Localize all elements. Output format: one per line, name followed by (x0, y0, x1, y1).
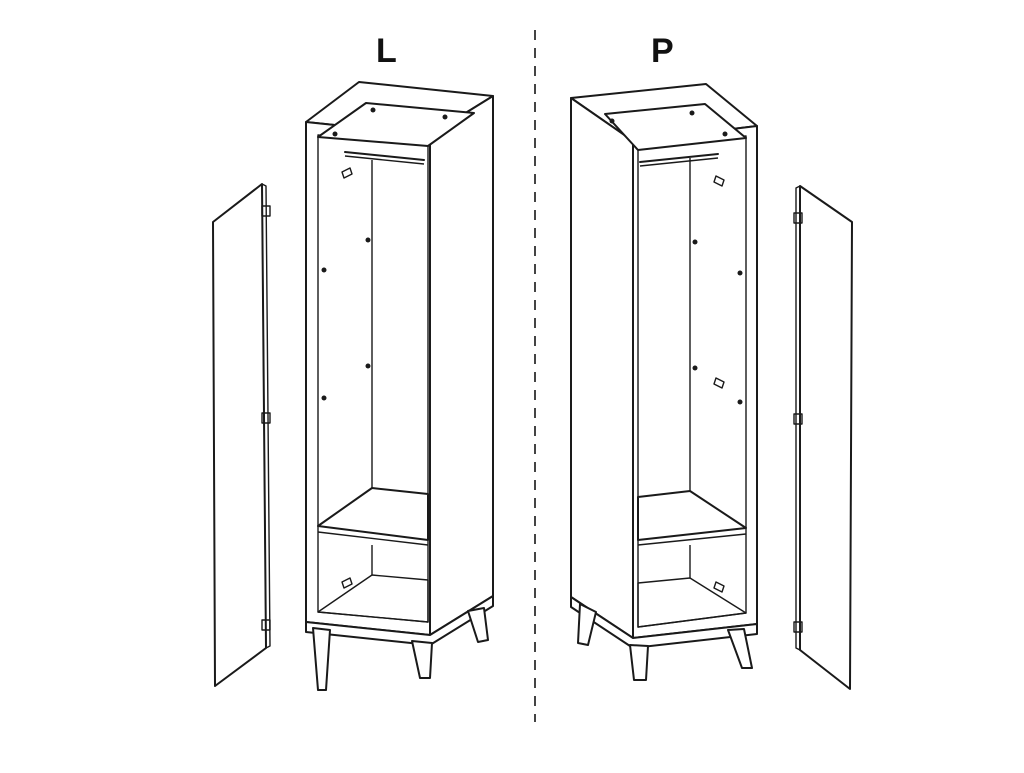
hinge-mount-icon (341, 167, 353, 589)
variant-label-left: L (376, 32, 397, 70)
door-panel-right (793, 185, 853, 690)
hinge-icon (261, 205, 271, 631)
hinge-mount-icon (713, 175, 725, 593)
hinge-icon (793, 212, 803, 633)
wardrobe-left-variant (212, 81, 494, 691)
cabinet-legs (312, 607, 489, 691)
cabinet-body-left (305, 81, 494, 691)
wardrobe-right-variant (570, 83, 853, 690)
door-panel-left (212, 183, 271, 687)
cabinet-body-right (570, 83, 758, 681)
variant-label-right: P (651, 32, 674, 70)
cabinet-legs (577, 603, 753, 681)
